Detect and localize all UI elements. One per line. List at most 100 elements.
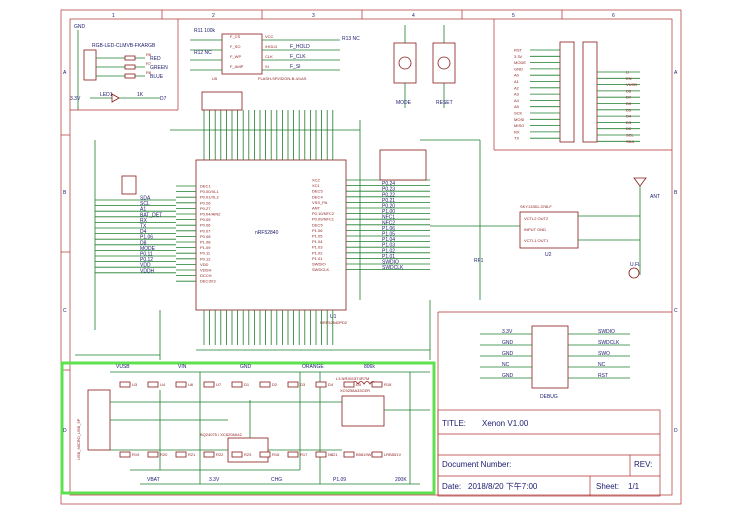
- mcu-left-net: SCL: [140, 201, 150, 207]
- debug-left-pin: GND: [502, 351, 514, 357]
- power-part-symbol: [343, 451, 355, 458]
- reset-button-label: RESET: [436, 100, 453, 106]
- highlight-box: [60, 361, 436, 495]
- flash-pin-amp: F_AMP: [230, 64, 244, 69]
- mcu-left-pin: P0.06: [200, 223, 211, 228]
- mcu-left-net: VDDH: [140, 268, 155, 274]
- rgb-led-title: RGB-LED-CLMVB-FKARGB: [92, 43, 156, 49]
- mcu-right-pin: SWDCLK: [312, 267, 329, 272]
- date-label: Date:: [442, 482, 461, 491]
- grid-row-label: C: [63, 308, 67, 314]
- res-r12: R12 NC: [194, 50, 212, 56]
- misc-wiring: [75, 91, 481, 360]
- header-left-pin: RX: [514, 129, 520, 134]
- mcu-left-net: P1.06: [140, 235, 153, 241]
- date-value: 2018/8/20 下午7:00: [468, 481, 538, 491]
- header-left-pin: MODE: [514, 60, 526, 65]
- power-part-ref: R19: [132, 452, 140, 457]
- mcu-left-pin: P0.26: [200, 200, 211, 205]
- res-r13: R13 NC: [342, 36, 360, 42]
- power-part-symbol: [203, 381, 215, 388]
- power-net-label: 200K: [395, 477, 407, 483]
- power-part-ref: R21: [188, 452, 196, 457]
- power-part-symbol: [203, 451, 215, 458]
- mcu-left-net: MODE: [140, 246, 156, 252]
- grid-col-label: 2: [212, 13, 215, 19]
- mcu-right-net: SWDIO: [382, 260, 399, 266]
- flash-ref: U5: [212, 76, 218, 81]
- power-net-label: 806k: [364, 364, 375, 370]
- rf-block: VCTL2 OUT2 INPUT GND VCTL1 OUT1 SKY13351…: [430, 177, 660, 279]
- header-left-pin: 3.3V: [514, 54, 523, 59]
- mcu-left-net: TX: [140, 224, 147, 230]
- regulator-chip: [341, 395, 385, 427]
- power-net-label: P1.09: [333, 477, 346, 483]
- mcu-right-pin: P1.06: [312, 228, 323, 233]
- power-part-symbol: [119, 381, 131, 388]
- mcu-ref: U1: [330, 314, 337, 320]
- debug-right-pin: SWDIO: [598, 329, 615, 335]
- ufl-connector-icon: [628, 267, 640, 279]
- debug-left-pin: GND: [502, 340, 514, 346]
- resistor-r8: R8: [146, 70, 152, 75]
- grid-row-label: B: [63, 190, 67, 196]
- drawing-frame: [60, 9, 682, 505]
- title-label: TITLE:: [442, 419, 466, 428]
- flash-pin-clk: CLK: [265, 54, 273, 59]
- header-right-pin: D8: [626, 88, 632, 93]
- debug-left-pin: GND: [502, 373, 514, 379]
- power-part-symbol: [371, 451, 383, 458]
- debug-right-pin: SWO: [598, 351, 610, 357]
- power-net-label: 3.3V: [209, 477, 220, 483]
- drawing-inner-frame: [69, 18, 673, 496]
- power-part-ref: D2: [272, 382, 278, 387]
- mcu-left-net: P0.11: [140, 252, 153, 258]
- sheet-value: 1/1: [628, 482, 640, 491]
- rgb-led-symbol: [83, 49, 97, 81]
- rf-ref: U2: [545, 252, 552, 258]
- grid-row-label: A: [674, 70, 678, 76]
- mcu-right-pin: DEC5: [312, 222, 323, 227]
- power-net-label: GND: [240, 364, 252, 370]
- mcu-right-pin: ANT: [312, 206, 321, 211]
- mcu-right-pin: P0.10/NFC2: [312, 211, 335, 216]
- mcu-right-pin: XC2: [312, 178, 321, 183]
- mcu-left-net: P0.12: [140, 257, 153, 263]
- power-part-ref: U7: [216, 382, 222, 387]
- mcu-right-pin: P1.05: [312, 234, 323, 239]
- power-part-symbol: [287, 451, 299, 458]
- res-r11: R11 100k: [194, 28, 216, 34]
- mcu-left-pin: P0.08: [200, 234, 211, 239]
- rf-part: SKY13351-378LF: [520, 204, 552, 209]
- net-f-hold: F_HOLD: [290, 44, 310, 50]
- mcu-right-net: P1.01: [382, 254, 395, 260]
- crystal-32k: [121, 175, 137, 195]
- net-f-si: F_SI: [290, 64, 301, 70]
- mcu-right-net: P1.02: [382, 248, 395, 254]
- header-left-pin: MOSI: [514, 117, 524, 122]
- power-net-label: VUSB: [116, 364, 130, 370]
- header-right-pin: D5: [626, 107, 632, 112]
- power-part-symbol: [175, 381, 187, 388]
- mcu-left-net: A1: [140, 207, 146, 213]
- mcu-block: nRF52840 U1 NRF52840PD2 DEC1P0.00/XL1P0.…: [95, 110, 430, 345]
- mcu-right-net: P1.06: [382, 226, 395, 232]
- mcu-left-pin: DEC3V3: [200, 279, 216, 284]
- grid-col-label: 3: [312, 13, 315, 19]
- power-net-label: VBAT: [147, 477, 160, 483]
- mcu-left-net: VDD: [140, 263, 151, 269]
- flash-pin-hold: /HOLD: [265, 44, 277, 49]
- grid-row-label: D: [63, 428, 67, 434]
- rgb-green-label: GREEN: [150, 65, 168, 71]
- power-part-ref: R18: [384, 382, 392, 387]
- mode-button-label: MODE: [396, 100, 412, 106]
- flash-pin-cs: F_CS: [230, 34, 241, 39]
- mcu-left-pin: P0.12: [200, 256, 211, 261]
- debug-title: DEBUG: [540, 394, 558, 400]
- mcu-right-pin: VSS_PA: [312, 200, 328, 205]
- power-part-ref: U6: [188, 382, 194, 387]
- debug-left-pin: 3.3V: [502, 329, 513, 335]
- mcu-left-net: SDA: [140, 196, 151, 202]
